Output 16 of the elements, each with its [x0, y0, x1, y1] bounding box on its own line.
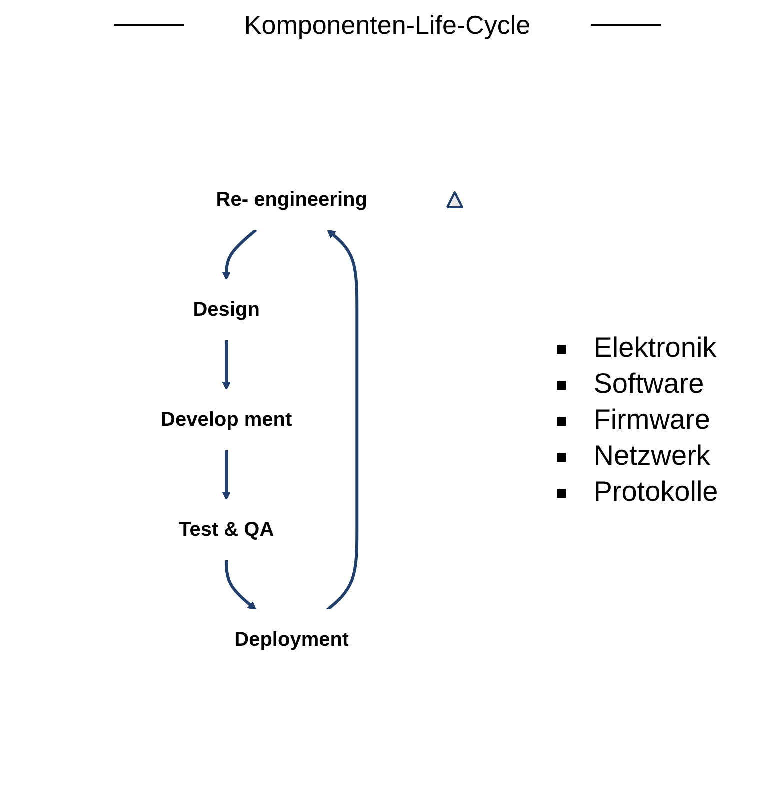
node-text: Re- engineering [216, 189, 368, 211]
node-text: Develop ment [161, 409, 292, 431]
node-text: Design [193, 299, 260, 321]
arrow [222, 450, 231, 500]
arrow [222, 228, 258, 280]
list-item: Netzwerk [556, 440, 718, 472]
list-item: Elektronik [556, 332, 718, 364]
arrow [222, 340, 231, 390]
list-item: Protokolle [556, 476, 718, 508]
title: Komponenten-Life-Cycle [244, 10, 531, 40]
node-text: Deployment [234, 629, 350, 651]
arrow [225, 560, 257, 610]
arrow [326, 230, 359, 612]
list-item: Software [556, 368, 718, 400]
node-text: Test & QA [178, 519, 274, 541]
list-item: Firmware [556, 404, 718, 436]
